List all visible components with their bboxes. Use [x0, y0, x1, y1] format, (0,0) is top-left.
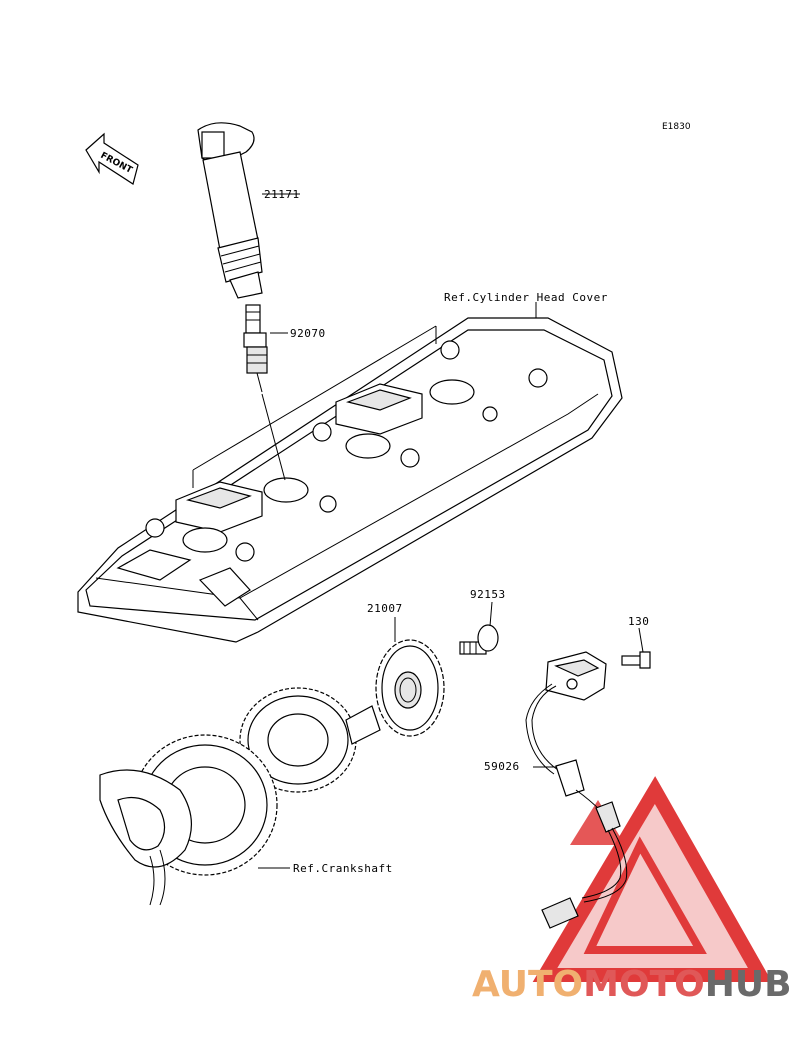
coil-port-1 [175, 477, 309, 553]
sensor-bolt [621, 627, 651, 669]
svg-text:AUTOMOTOHUB: AUTOMOTOHUB [472, 964, 792, 1005]
watermark-auto: AUTO [472, 964, 583, 1005]
crank-position-sensor [525, 651, 628, 929]
watermark-hub: HUB [705, 964, 792, 1005]
pulser-rotor [375, 617, 445, 737]
part-number-crank-sensor: 59026 [484, 760, 520, 773]
coil-port-2 [335, 379, 475, 459]
watermark-triangle-icon [532, 776, 773, 982]
rotor-bolt [459, 601, 499, 655]
watermark-moto: MOTO [583, 964, 705, 1005]
part-number-sensor-bolt: 130 [628, 615, 649, 628]
cylinder-head-cover [77, 302, 623, 643]
cover-bolt-bosses [145, 340, 548, 562]
part-number-ignition-coil: 21171 [264, 188, 300, 201]
ignition-coil [197, 122, 300, 299]
ref-cylinder-head-cover: Ref.Cylinder Head Cover [444, 291, 608, 304]
ref-crankshaft: Ref.Crankshaft [293, 862, 393, 875]
watermark-logo: AUTOMOTOHUB [472, 964, 792, 1005]
part-number-spark-plug: 92070 [290, 327, 326, 340]
crankshaft [99, 687, 381, 906]
front-arrow-icon: FRONT [85, 132, 139, 185]
part-number-pulser-rotor: 21007 [367, 602, 403, 615]
spark-plug [243, 304, 288, 393]
part-number-rotor-bolt: 92153 [470, 588, 506, 601]
diagram-code: E1830 [662, 122, 691, 132]
